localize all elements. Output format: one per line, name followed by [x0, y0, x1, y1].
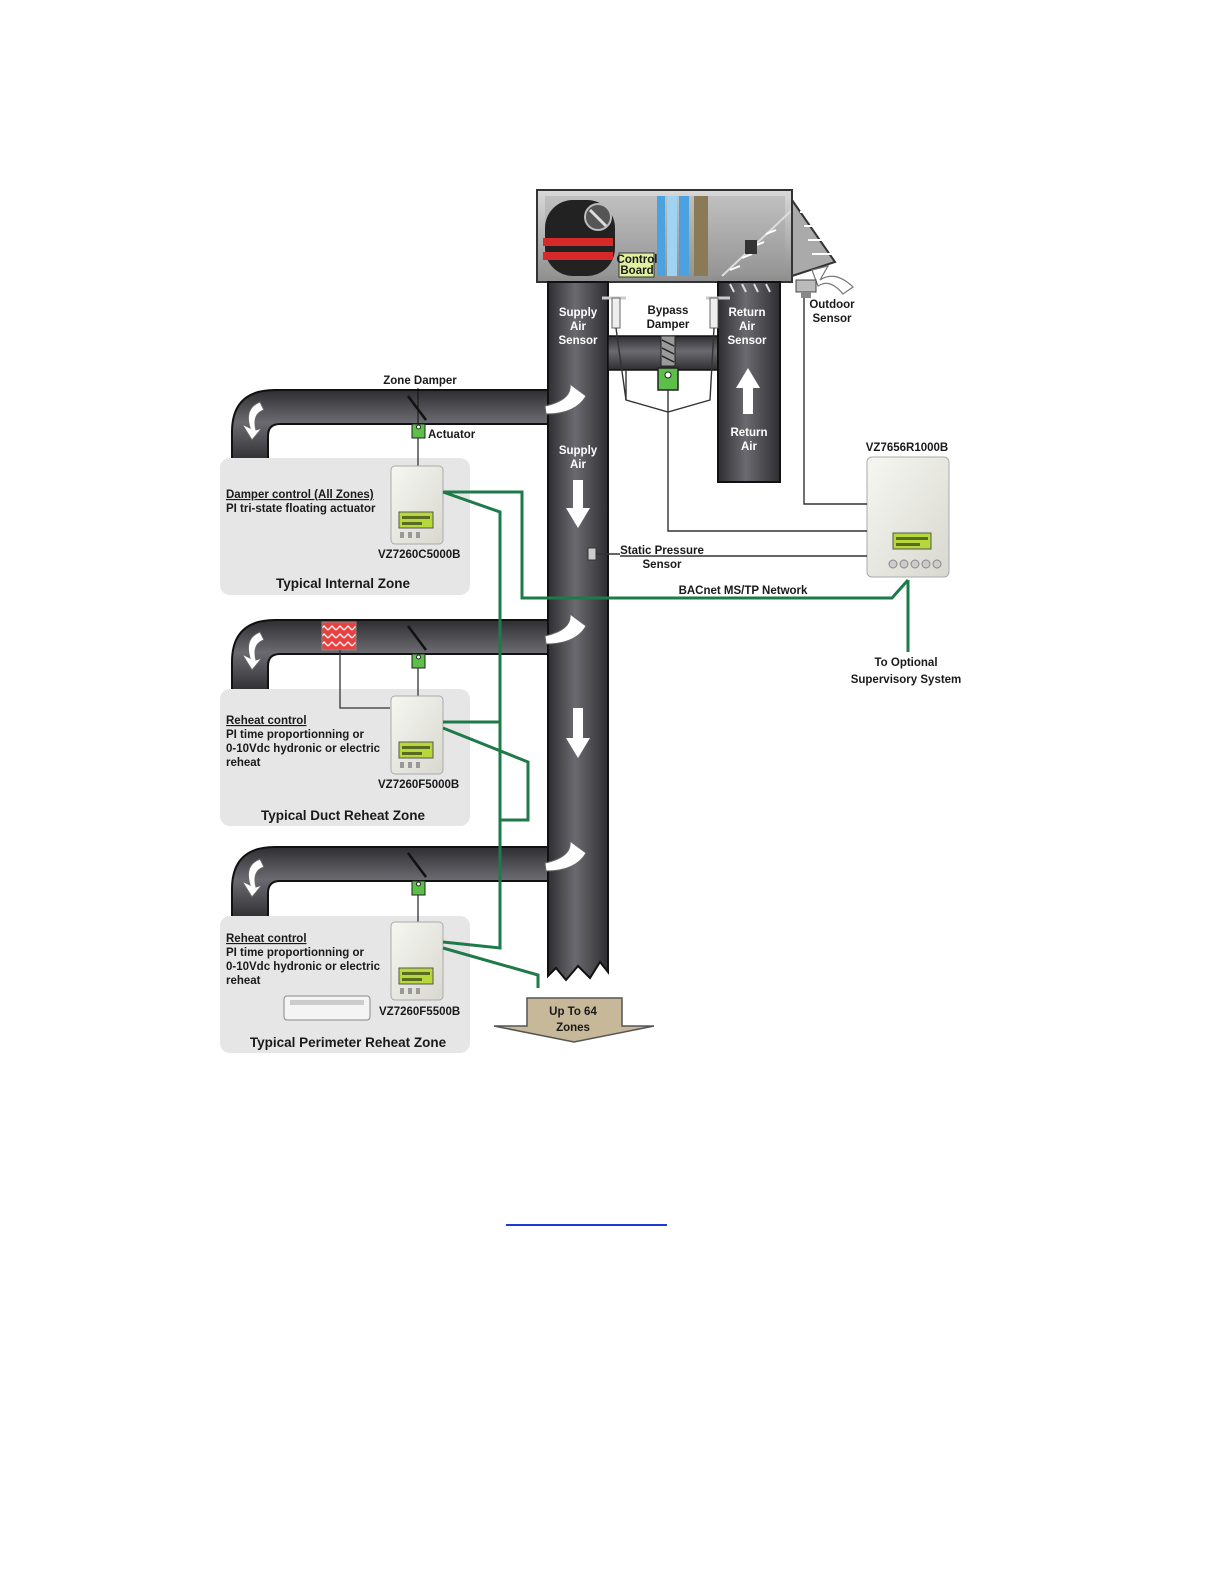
zone-1-model: VZ7260C5000B: [378, 549, 460, 561]
zone-2-desc-2: 0-10Vdc hydronic or electric: [226, 743, 381, 755]
supply-air-sensor-label-1: Supply: [559, 307, 598, 319]
zone-2-model: VZ7260F5000B: [378, 779, 459, 791]
outdoor-air-hood: [791, 196, 837, 278]
zone-3-heading: Reheat control: [226, 933, 307, 945]
sensor-wiring: [615, 298, 867, 557]
supply-air-label-2: Air: [570, 459, 587, 471]
actuator-wiring: [339, 438, 419, 922]
actuator-label: Actuator: [428, 429, 476, 441]
supervisory-label-2: Supervisory System: [851, 674, 962, 686]
mixing-damper-icon: [721, 209, 793, 277]
bypass-damper-label-1: Bypass: [648, 305, 689, 317]
zone-thermostat: [390, 921, 444, 1001]
duct-heater: [321, 621, 357, 651]
bypass-actuator: [657, 367, 679, 391]
zone-actuator: [411, 653, 426, 669]
zone-thermostat: [390, 465, 444, 545]
zone-3-desc-1: PI time proportionning or: [226, 947, 365, 959]
supply-air-sensor-label-3: Sensor: [559, 335, 599, 347]
up-to-64-zones-arrow: [493, 997, 655, 1043]
return-air-sensor-label-1: Return: [728, 307, 765, 319]
zone-1-desc-1: PI tri-state floating actuator: [226, 503, 376, 515]
bypass-damper: [657, 335, 679, 391]
zone-damper-blade: [407, 395, 427, 421]
static-pressure-label-2: Sensor: [643, 559, 683, 571]
branch-duct-2: [231, 612, 587, 693]
static-pressure-sensor: [587, 547, 620, 561]
zone-damper-blade: [407, 852, 427, 878]
bacnet-network-label: BACnet MS/TP Network: [679, 585, 808, 597]
control-board-label-1: Control: [617, 254, 658, 266]
up-to-64-zones-label-2: Zones: [556, 1022, 590, 1034]
branch-airflow-arrow-icon: [544, 839, 587, 872]
branch-outlet-arrow-icon: [240, 631, 265, 671]
supply-air-arrow-icon-2: [566, 708, 590, 758]
bacnet-network-wiring: [442, 490, 910, 988]
zone-3-desc-2: 0-10Vdc hydronic or electric: [226, 961, 381, 973]
zone-damper-blade: [407, 625, 427, 651]
static-pressure-label-1: Static Pressure: [620, 545, 704, 557]
supply-air-label-1: Supply: [559, 445, 598, 457]
zone-3-title: Typical Perimeter Reheat Zone: [250, 1035, 447, 1050]
main-zoning-controller: [866, 456, 950, 578]
supply-air-sensor-label-2: Air: [570, 321, 587, 333]
return-air-label-1: Return: [730, 427, 767, 439]
zone-actuator: [411, 880, 426, 896]
outdoor-air-arrow-icon: [811, 265, 854, 295]
main-controller-model: VZ7656R1000B: [866, 442, 948, 454]
zone-1-heading: Damper control (All Zones): [226, 489, 374, 501]
baseboard-heater: [283, 995, 371, 1021]
outdoor-sensor-label-2: Sensor: [813, 313, 853, 325]
zone-thermostat: [390, 695, 444, 775]
control-board-label-2: Board: [620, 265, 653, 277]
return-air-sensor-label-3: Sensor: [728, 335, 768, 347]
branch-airflow-arrow-icon: [544, 382, 587, 415]
outdoor-sensor: [795, 279, 817, 298]
zone-2-desc-3: reheat: [226, 757, 261, 769]
supply-air-arrow-icon: [566, 480, 590, 528]
branch-outlet-arrow-icon: [240, 401, 265, 441]
branch-duct-1: [231, 382, 587, 463]
bypass-damper-label-2: Damper: [647, 319, 690, 331]
branch-outlet-arrow-icon: [240, 858, 265, 898]
zone-actuator: [411, 423, 426, 439]
zone-3-desc-3: reheat: [226, 975, 261, 987]
branch-duct-3: [231, 839, 587, 920]
zone-2-desc-1: PI time proportionning or: [226, 729, 365, 741]
return-air-label-2: Air: [741, 441, 758, 453]
zone-2-heading: Reheat control: [226, 715, 307, 727]
up-to-64-zones-label-1: Up To 64: [549, 1006, 597, 1018]
zone-3-model: VZ7260F5500B: [379, 1006, 460, 1018]
hyperlink-underline[interactable]: [506, 1224, 667, 1226]
coil-icon: [657, 196, 708, 276]
control-board: [618, 252, 655, 278]
branch-airflow-arrow-icon: [544, 612, 587, 645]
zone-1-title: Typical Internal Zone: [276, 576, 411, 591]
air-handling-unit: Control Board: [536, 189, 837, 283]
zone-2-title: Typical Duct Reheat Zone: [261, 808, 426, 823]
zone-damper-label: Zone Damper: [383, 375, 457, 387]
supervisory-label-1: To Optional: [874, 657, 937, 669]
blower-fan-icon: [543, 200, 615, 276]
outdoor-sensor-label-1: Outdoor: [809, 299, 855, 311]
return-air-arrow-icon: [736, 368, 760, 414]
return-air-sensor-label-2: Air: [739, 321, 756, 333]
